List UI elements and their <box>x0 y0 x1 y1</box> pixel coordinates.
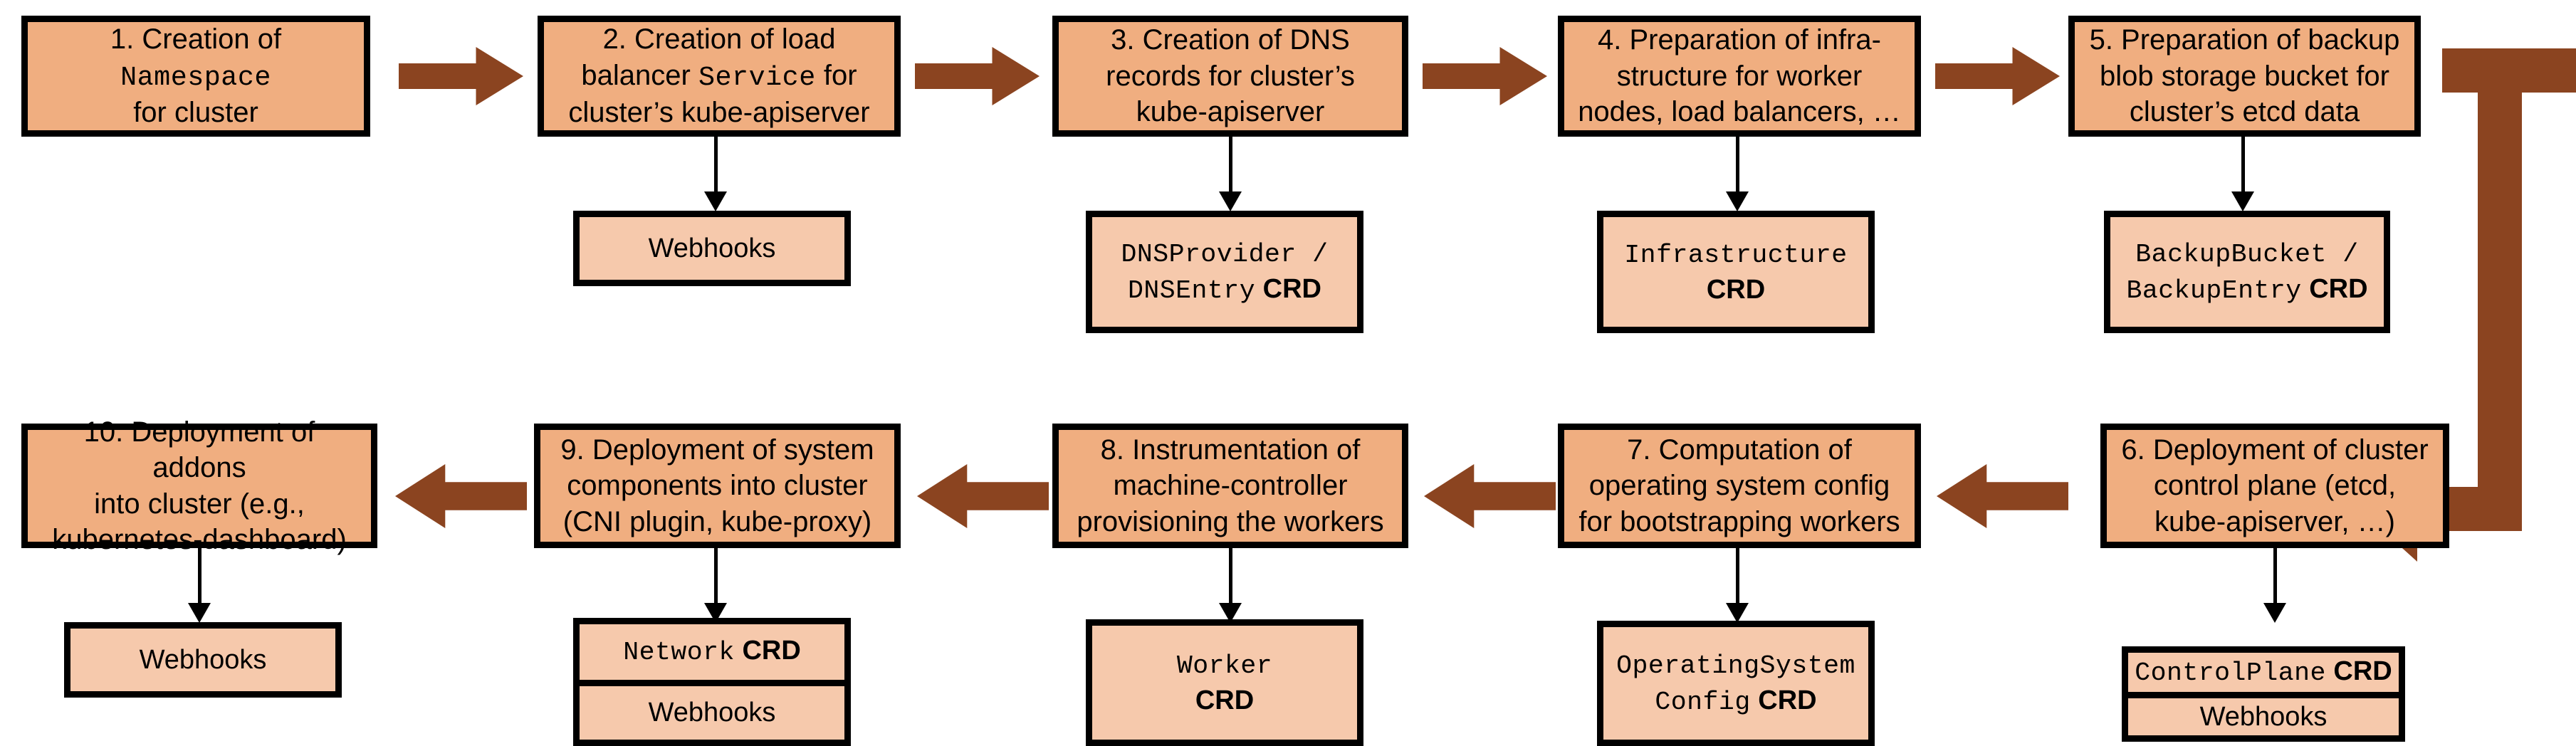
connector-9 <box>701 548 730 623</box>
sub-9-row-0: Network CRD <box>623 636 801 668</box>
connector-2 <box>701 137 730 211</box>
sub-6-row-1: Webhooks <box>2128 691 2399 736</box>
sub-5-row-0: BackupBucket /BackupEntry CRD <box>2126 240 2368 305</box>
sub-6-row-0: ControlPlane CRD <box>2135 656 2392 688</box>
arrow-7-8 <box>1424 464 1556 528</box>
connector-7 <box>1723 548 1752 623</box>
connector-3 <box>1216 137 1245 211</box>
arrow-8-9 <box>917 464 1049 528</box>
sub-box-2[interactable]: Webhooks <box>573 211 851 286</box>
connector-10 <box>185 548 214 623</box>
arrow-6-7 <box>1937 464 2068 528</box>
arrow-5-6-vertical <box>2478 48 2522 505</box>
sub-3-row-0: DNSProvider /DNSEntry CRD <box>1121 240 1329 305</box>
sub-box-6[interactable]: ControlPlane CRD Webhooks <box>2122 646 2405 742</box>
arrow-2-3 <box>915 47 1040 105</box>
connector-6 <box>2261 548 2289 623</box>
sub-2-row-0: Webhooks <box>648 233 776 263</box>
step-box-4[interactable]: 4. Preparation of infra-structure for wo… <box>1558 16 1921 137</box>
sub-box-10[interactable]: Webhooks <box>64 622 342 698</box>
arrow-4-5 <box>1935 47 2060 105</box>
arrow-9-10 <box>395 464 527 528</box>
step-4-text: 4. Preparation of infra-structure for wo… <box>1578 24 1901 128</box>
sub-box-9[interactable]: Network CRD Webhooks <box>573 618 851 746</box>
arrow-1-2 <box>399 47 523 105</box>
sub-10-row-0: Webhooks <box>139 644 267 675</box>
connector-5 <box>2229 137 2257 211</box>
sub-box-3[interactable]: DNSProvider /DNSEntry CRD <box>1086 211 1363 333</box>
sub-box-5[interactable]: BackupBucket /BackupEntry CRD <box>2104 211 2390 333</box>
connector-8 <box>1216 548 1245 623</box>
sub-9-row-1: Webhooks <box>580 679 844 740</box>
connector-4 <box>1723 137 1752 211</box>
arrow-3-4 <box>1423 47 1547 105</box>
